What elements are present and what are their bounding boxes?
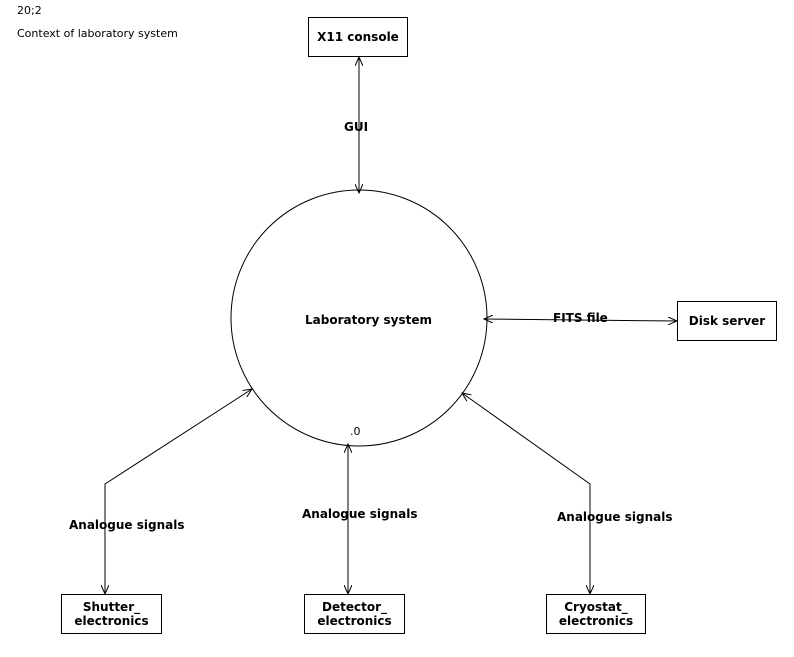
diagram-id: 20;2 — [17, 4, 42, 17]
detector-electronics-terminator[interactable]: Detector_ electronics — [304, 594, 405, 634]
cryostat-electronics-terminator[interactable]: Cryostat_ electronics — [546, 594, 646, 634]
shutter-label-line1: Shutter_ — [82, 600, 141, 614]
detector-label-line1: Detector_ — [322, 600, 387, 614]
detector-label-line2: electronics — [317, 614, 392, 628]
x11-console-label: X11 console — [317, 30, 399, 44]
detector-flow-label: Analogue signals — [302, 507, 418, 521]
fits-flow-label: FITS file — [553, 311, 608, 325]
x11-console-terminator[interactable]: X11 console — [308, 17, 408, 57]
process-name: Laboratory system — [305, 313, 432, 327]
cryostat-label-line1: Cryostat_ — [564, 600, 628, 614]
gui-flow-label: GUI — [344, 120, 369, 134]
shutter-flow-line — [105, 389, 252, 594]
disk-server-terminator[interactable]: Disk server — [677, 301, 777, 341]
cryostat-flow-label: Analogue signals — [557, 510, 673, 524]
fits-flow-line — [484, 319, 677, 321]
shutter-electronics-terminator[interactable]: Shutter_ electronics — [61, 594, 162, 634]
diagram-title: Context of laboratory system — [17, 27, 178, 40]
cryostat-flow-line — [462, 393, 590, 594]
shutter-label-line2: electronics — [74, 614, 149, 628]
cryostat-label-line2: electronics — [558, 614, 634, 628]
disk-server-label: Disk server — [688, 314, 766, 328]
process-number: .0 — [350, 425, 361, 438]
shutter-flow-label: Analogue signals — [69, 518, 185, 532]
